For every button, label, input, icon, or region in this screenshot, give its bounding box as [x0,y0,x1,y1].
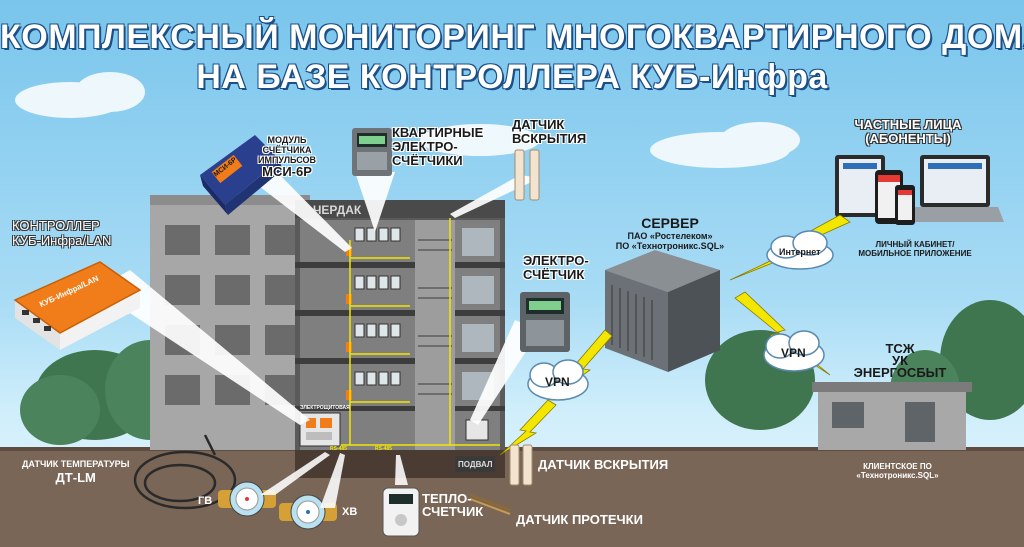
electric-meter-line-1: ЭЛЕКТРО- [523,253,589,268]
pulse-module-line-2: СЧЁТЧИКА [262,145,312,155]
door-sensor-bottom-label: ДАТЧИК ВСКРЫТИЯ [538,457,669,472]
electric-meter-line-2: СЧЁТЧИК [523,267,585,282]
door-sensor-top-device [514,149,540,201]
controller-label-line-2: КУБ-Инфра/LAN [12,233,112,248]
door-sensor-top-line-2: ВСКРЫТИЯ [512,131,587,146]
temp-sensor-line-2: ДТ-LM [55,470,96,485]
sky-clouds [15,72,800,168]
bus-label-left: RS-485 [330,446,347,452]
private-sub-line-2: МОБИЛЬНОЕ ПРИЛОЖЕНИЕ [858,249,972,258]
heat-meter-label: ТЕПЛО- СЧЕТЧИК [422,492,483,518]
apartment-meter-device [352,128,392,176]
vpn-cloud-left [527,359,589,401]
client-office-building [812,382,972,450]
companies-line-1: ТСЖ [885,341,915,356]
leak-sensor-device [469,493,511,515]
pulse-module-line-4: МСИ-6Р [262,164,312,179]
electric-meter-device [520,292,570,352]
server-label: СЕРВЕР ПАО «Ростелеком» ПО «Технотроникс… [615,215,725,251]
title-line-1: КОМПЛЕКСНЫЙ МОНИТОРИНГ МНОГОКВАРТИРНОГО … [0,18,1024,56]
heat-meter-line-1: ТЕПЛО- [422,491,472,506]
door-sensor-bottom-device [509,444,533,486]
door-sensor-top-label: ДАТЧИК ВСКРЫТИЯ [512,118,586,146]
server-title: СЕРВЕР [641,215,699,231]
internet-cloud-label: Интернет [779,247,821,257]
client-software-sub: КЛИЕНТСКОЕ ПО «Технотроникс.SQL» [835,462,960,480]
sensor-pointers [260,452,408,508]
pulse-module-line-3: ИМПУЛЬСОВ [258,155,317,165]
electric-meter-label: ЭЛЕКТРО- СЧЁТЧИК [523,254,589,282]
client-sub-line-1: КЛИЕНТСКОЕ ПО [863,462,932,471]
pulse-module-label: МОДУЛЬ СЧЁТЧИКА ИМПУЛЬСОВ МСИ-6Р [258,135,316,179]
heat-meter-line-2: СЧЕТЧИК [422,504,484,519]
hot-water-label: ГВ [198,495,213,507]
apartment-meters-line-2: ЭЛЕКТРО- [392,139,458,154]
internet-cloud [766,230,834,270]
server-sub-line-2: ПО «Технотроникс.SQL» [615,241,725,251]
heat-meter-device [382,487,420,537]
pulse-module-device [200,135,282,215]
private-sub-line-1: ЛИЧНЫЙ КАБИНЕТ/ [875,240,955,249]
temperature-sensor-device [133,434,237,510]
server-sub-line-1: ПАО «Ростелеком» [627,231,713,241]
temp-sensor-line-1: ДАТЧИК ТЕМПЕРАТУРЫ [22,459,130,469]
door-sensor-top-line-1: ДАТЧИК [512,117,565,132]
apartment-meters-label: КВАРТИРНЫЕ ЭЛЕКТРО- СЧЁТЧИКИ [392,126,483,168]
private-persons-sub: ЛИЧНЫЙ КАБИНЕТ/ МОБИЛЬНОЕ ПРИЛОЖЕНИЕ [850,240,980,258]
leak-sensor-label: ДАТЧИК ПРОТЕЧКИ [516,512,643,527]
server-device [605,250,720,372]
vpn-cloud-right [763,330,825,372]
companies-line-2: УК [891,353,909,368]
attic-label: ЧЕРДАК [313,203,362,217]
companies-line-3: ЭНЕРГОСБЫТ [853,365,947,380]
apartment-meters-line-1: КВАРТИРНЫЕ [392,125,484,140]
network-clouds [527,230,834,401]
temperature-sensor-label: ДАТЧИК ТЕМПЕРАТУРЫ ДТ-LM [22,459,129,485]
apartment-meters-line-3: СЧЁТЧИКИ [392,153,463,168]
private-persons-line-2: (АБОНЕНТЫ) [865,131,951,146]
subscriber-devices [835,155,1004,225]
companies-label: ТСЖ УК ЭНЕРГОСБЫТ [845,341,955,380]
title-line-2: НА БАЗЕ КОНТРОЛЛЕРА КУБ-Инфра [196,58,828,96]
basement-label: ПОДВАЛ [458,460,493,469]
controller-label: КОНТРОЛЛЕР КУБ-Инфра/LAN [12,218,111,248]
pulse-module-line-1: МОДУЛЬ [267,135,307,145]
vpn-left-cloud-label: VPN [545,375,570,389]
vpn-right-cloud-label: VPN [781,346,806,360]
cold-water-label: ХВ [342,506,358,518]
main-building [295,200,505,478]
panel-room-label: ЭЛЕКТРОЩИТОВАЯ [300,405,350,411]
bus-label-right: RS-485 [375,446,392,452]
controller-device [13,261,142,350]
private-persons-line-1: ЧАСТНЫЕ ЛИЦА [854,117,962,132]
controller-label-line-1: КОНТРОЛЛЕР [12,218,100,233]
private-persons-label: ЧАСТНЫЕ ЛИЦА (АБОНЕНТЫ) [848,118,968,146]
client-sub-line-2: «Технотроникс.SQL» [856,471,939,480]
